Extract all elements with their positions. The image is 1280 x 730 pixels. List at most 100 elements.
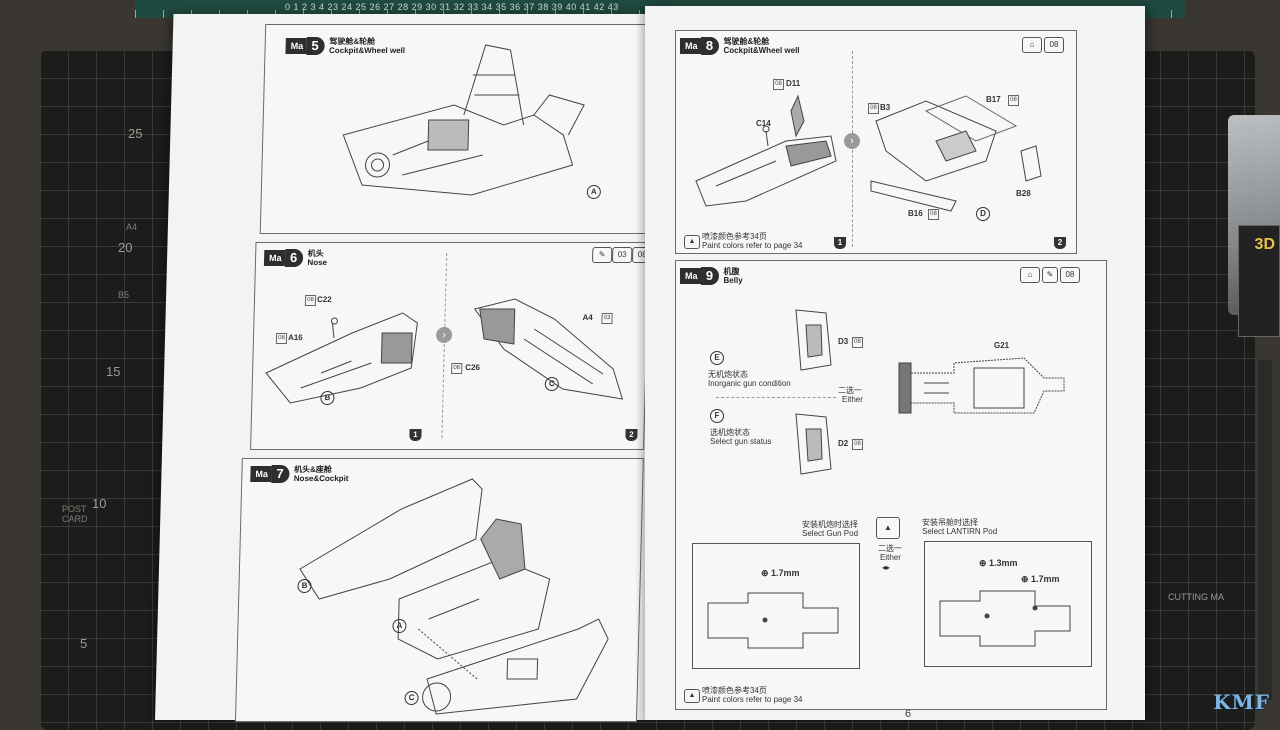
lantirn-drill-2-value: 1.7mm	[1031, 574, 1060, 584]
cockpit-left-drawing	[695, 94, 837, 207]
step8-callout-d: D	[976, 207, 990, 221]
cockpit-tub-drawing	[342, 44, 585, 196]
step8-divider	[852, 51, 853, 247]
either-cn-2: 二选一	[878, 544, 902, 553]
part-b16: B16	[908, 209, 923, 218]
part-a16: A16	[287, 333, 303, 342]
lantirn-drill-1: ⊕ 1.3mm	[979, 558, 1018, 568]
step6-icon-03: 03	[611, 247, 633, 263]
step8-title: 驾驶舱&轮舱 Cockpit&Wheel well	[724, 37, 800, 55]
ruler-20: 20	[118, 240, 133, 255]
ruler-15: 15	[106, 364, 121, 379]
ruler-25: 25	[128, 126, 143, 141]
gun-pod-subpanel: ⊕ 1.7mm	[692, 543, 860, 669]
part-b17: B17	[986, 95, 1001, 104]
step9-panel: Ma 9 机腹 Belly ⌂ ✎ 08 D3 08 D2 08 E 无机炮状态	[675, 260, 1107, 710]
step5-panel: Ma 5 驾驶舱&轮舱 Cockpit&Wheel well A	[259, 24, 660, 234]
step7-panel: Ma 7 机头&座舱 Nose&Cockpit	[234, 458, 644, 722]
nose-right-drawing	[473, 298, 624, 400]
top-mat-numbers: 0 1 2 3 4 23 24 25 26 27 28 29 30 31 32 …	[285, 2, 619, 12]
instruction-booklet: Ma 5 驾驶舱&轮舱 Cockpit&Wheel well A	[155, 6, 1145, 722]
part-d2: D2	[838, 439, 849, 448]
step8-title-cn: 驾驶舱&轮舱	[723, 37, 770, 46]
either-dash-line	[716, 397, 836, 398]
step5-number: 5	[305, 37, 325, 55]
belly-panel-drawing	[898, 357, 1065, 414]
step8-panel: Ma 8 驾驶舱&轮舱 Cockpit&Wheel well ⌂ 08 ›	[675, 30, 1077, 254]
part-d11: D11	[786, 79, 801, 88]
step9-paint-en: Paint colors refer to page 34	[702, 695, 803, 704]
part-c22: C22	[316, 295, 332, 304]
step9-cube-d3: 08	[852, 337, 863, 348]
paint-warning-icon: ▲	[684, 235, 700, 249]
nose-cockpit-drawing	[299, 478, 609, 715]
part-b3: B3	[880, 103, 891, 112]
step9-paint-warning-icon: ▲	[684, 689, 700, 703]
step9-icon-08: 08	[1060, 267, 1080, 283]
gun-pod-cn: 安装机炮时选择	[802, 520, 858, 529]
step6-cube-c26: 08	[451, 363, 463, 374]
step7-badge: Ma	[250, 466, 272, 482]
step6-divider	[441, 253, 448, 438]
step6-title: 机头 Nose	[307, 249, 327, 267]
lantirn-subpanel: ⊕ 1.3mm ⊕ 1.7mm	[924, 541, 1092, 667]
step9-glue-icon: ⌂	[1020, 267, 1040, 283]
kmf-watermark-logo: KMF	[1213, 690, 1270, 714]
step6-next-arrow-icon: ›	[435, 327, 453, 343]
step6-cube-a16: 08	[275, 333, 288, 344]
step8-cube-b17: 08	[1008, 95, 1019, 106]
part-d2-drawing	[795, 413, 832, 475]
step6-badge: Ma	[263, 250, 285, 266]
step8-next-arrow-icon: ›	[844, 133, 860, 149]
part-d3-drawing	[795, 309, 832, 371]
step8-title-en: Cockpit&Wheel well	[723, 46, 800, 55]
step8-number: 8	[700, 37, 719, 55]
wheel-well-drawing	[870, 95, 1042, 212]
part-c26: C26	[465, 363, 481, 372]
gun-pod-drill-value: 1.7mm	[771, 568, 800, 578]
step9-header: Ma 9 机腹 Belly	[680, 267, 743, 285]
nose-left-drawing	[265, 312, 418, 404]
part-g21: G21	[994, 341, 1010, 350]
step6-header: Ma 6 机头 Nose	[263, 249, 328, 267]
step9-paint-cn: 喷漆颜色参考34页	[702, 686, 767, 695]
step5-badge: Ma	[285, 38, 307, 54]
step6-number: 6	[284, 249, 303, 267]
either-en-2: Either	[880, 553, 901, 562]
lantirn-en: Select LANTIRN Pod	[922, 527, 998, 536]
step8-header: Ma 8 驾驶舱&轮舱 Cockpit&Wheel well	[680, 37, 800, 55]
page-number: 6	[905, 708, 912, 720]
step9-paint-icon: ✎	[1042, 267, 1058, 283]
gun-pod-en: Select Gun Pod	[802, 529, 859, 538]
ruler-mark-cutting: CUTTING MA	[1168, 592, 1224, 602]
part-b28: B28	[1016, 189, 1031, 198]
step8-flag-1: 1	[834, 237, 846, 249]
gun-pod-drawing	[707, 592, 839, 649]
step9-warning-icon: ▲	[876, 517, 900, 539]
ruler-mark-postcard: POST CARD	[62, 504, 88, 524]
either-en-1: Either	[842, 395, 863, 404]
step6-flag-1: 1	[409, 429, 422, 441]
step8-icon-08: 08	[1044, 37, 1064, 53]
lantirn-drill-2: ⊕ 1.7mm	[1021, 574, 1060, 584]
option-f-marker: F	[710, 409, 724, 423]
step6-cube-a4: 03	[601, 313, 613, 324]
ruler-mark-a4: A4	[126, 222, 138, 232]
step9-badge: Ma	[680, 268, 701, 284]
ruler-mark-b5: B5	[118, 290, 130, 300]
lantirn-cn: 安装吊舱时选择	[922, 518, 978, 527]
step8-cube-b3: 08	[868, 103, 879, 114]
step8-glue-icon: ⌂	[1022, 37, 1042, 53]
option-f-cn: 选机炮状态	[710, 428, 750, 437]
step6-cube-c22: 08	[304, 295, 317, 306]
gun-pod-drill: ⊕ 1.7mm	[761, 568, 800, 578]
option-e-marker: E	[710, 351, 724, 365]
step9-number: 9	[700, 267, 719, 285]
step8-badge: Ma	[680, 38, 701, 54]
step9-cube-d2: 08	[852, 439, 863, 450]
lantirn-drill-1-value: 1.3mm	[989, 558, 1018, 568]
lantirn-drawing	[939, 590, 1071, 647]
step6-paint-icon: ✎	[591, 247, 613, 263]
part-d3: D3	[838, 337, 849, 346]
option-f-en: Select gun status	[710, 437, 772, 446]
